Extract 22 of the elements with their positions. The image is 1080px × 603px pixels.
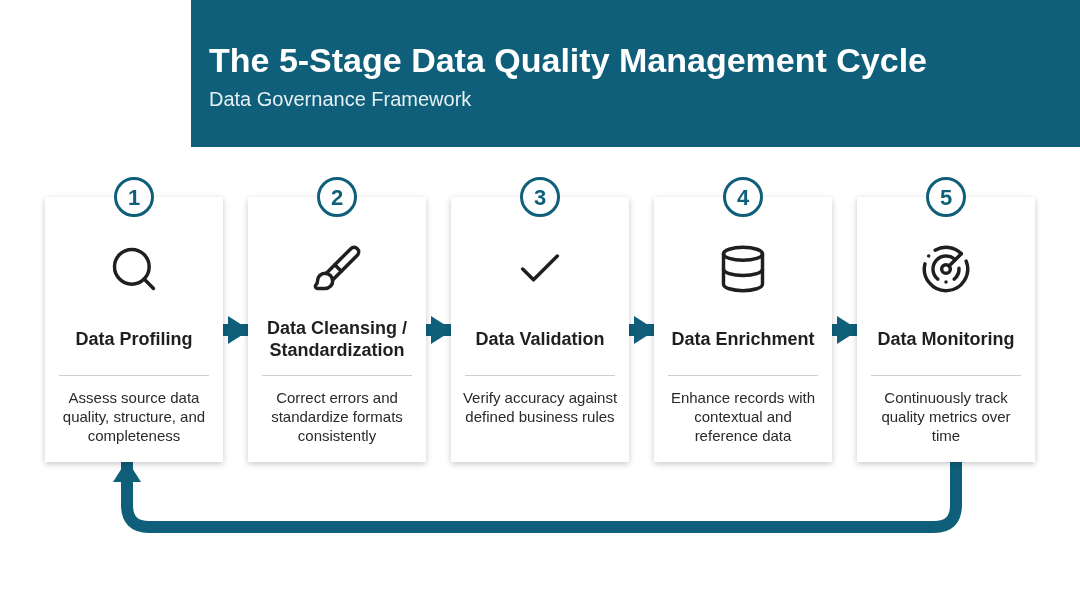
stage-description: Assess source data quality, structure, and completeness bbox=[61, 388, 207, 445]
arrow bbox=[223, 316, 250, 344]
stage-description: Verify accuracy against defined business rules bbox=[462, 388, 618, 426]
step-number: 5 bbox=[926, 177, 966, 217]
stage-title: Data Profiling bbox=[74, 328, 194, 350]
step-number: 4 bbox=[723, 177, 763, 217]
stage-title: Data Validation bbox=[474, 328, 606, 350]
arrow bbox=[832, 316, 859, 344]
subtitle: Data Governance Framework bbox=[209, 87, 473, 112]
stage-description: Continuously track quality metrics over time bbox=[880, 388, 1012, 445]
step-number: 3 bbox=[520, 177, 560, 217]
step-number: 2 bbox=[317, 177, 357, 217]
arrow bbox=[629, 316, 656, 344]
arrow bbox=[113, 460, 962, 533]
stage-description: Enhance records with contextual and reference data bbox=[669, 388, 817, 445]
stage-description: Correct errors and standardize formats consistently bbox=[270, 388, 404, 445]
step-number: 1 bbox=[114, 177, 154, 217]
stage-title: Data Cleansing / Standardization bbox=[265, 317, 408, 361]
arrow bbox=[426, 316, 453, 344]
stage-title: Data Monitoring bbox=[876, 328, 1016, 350]
title: The 5-Stage Data Quality Management Cycle bbox=[209, 40, 928, 80]
stage-title: Data Enrichment bbox=[670, 328, 816, 350]
